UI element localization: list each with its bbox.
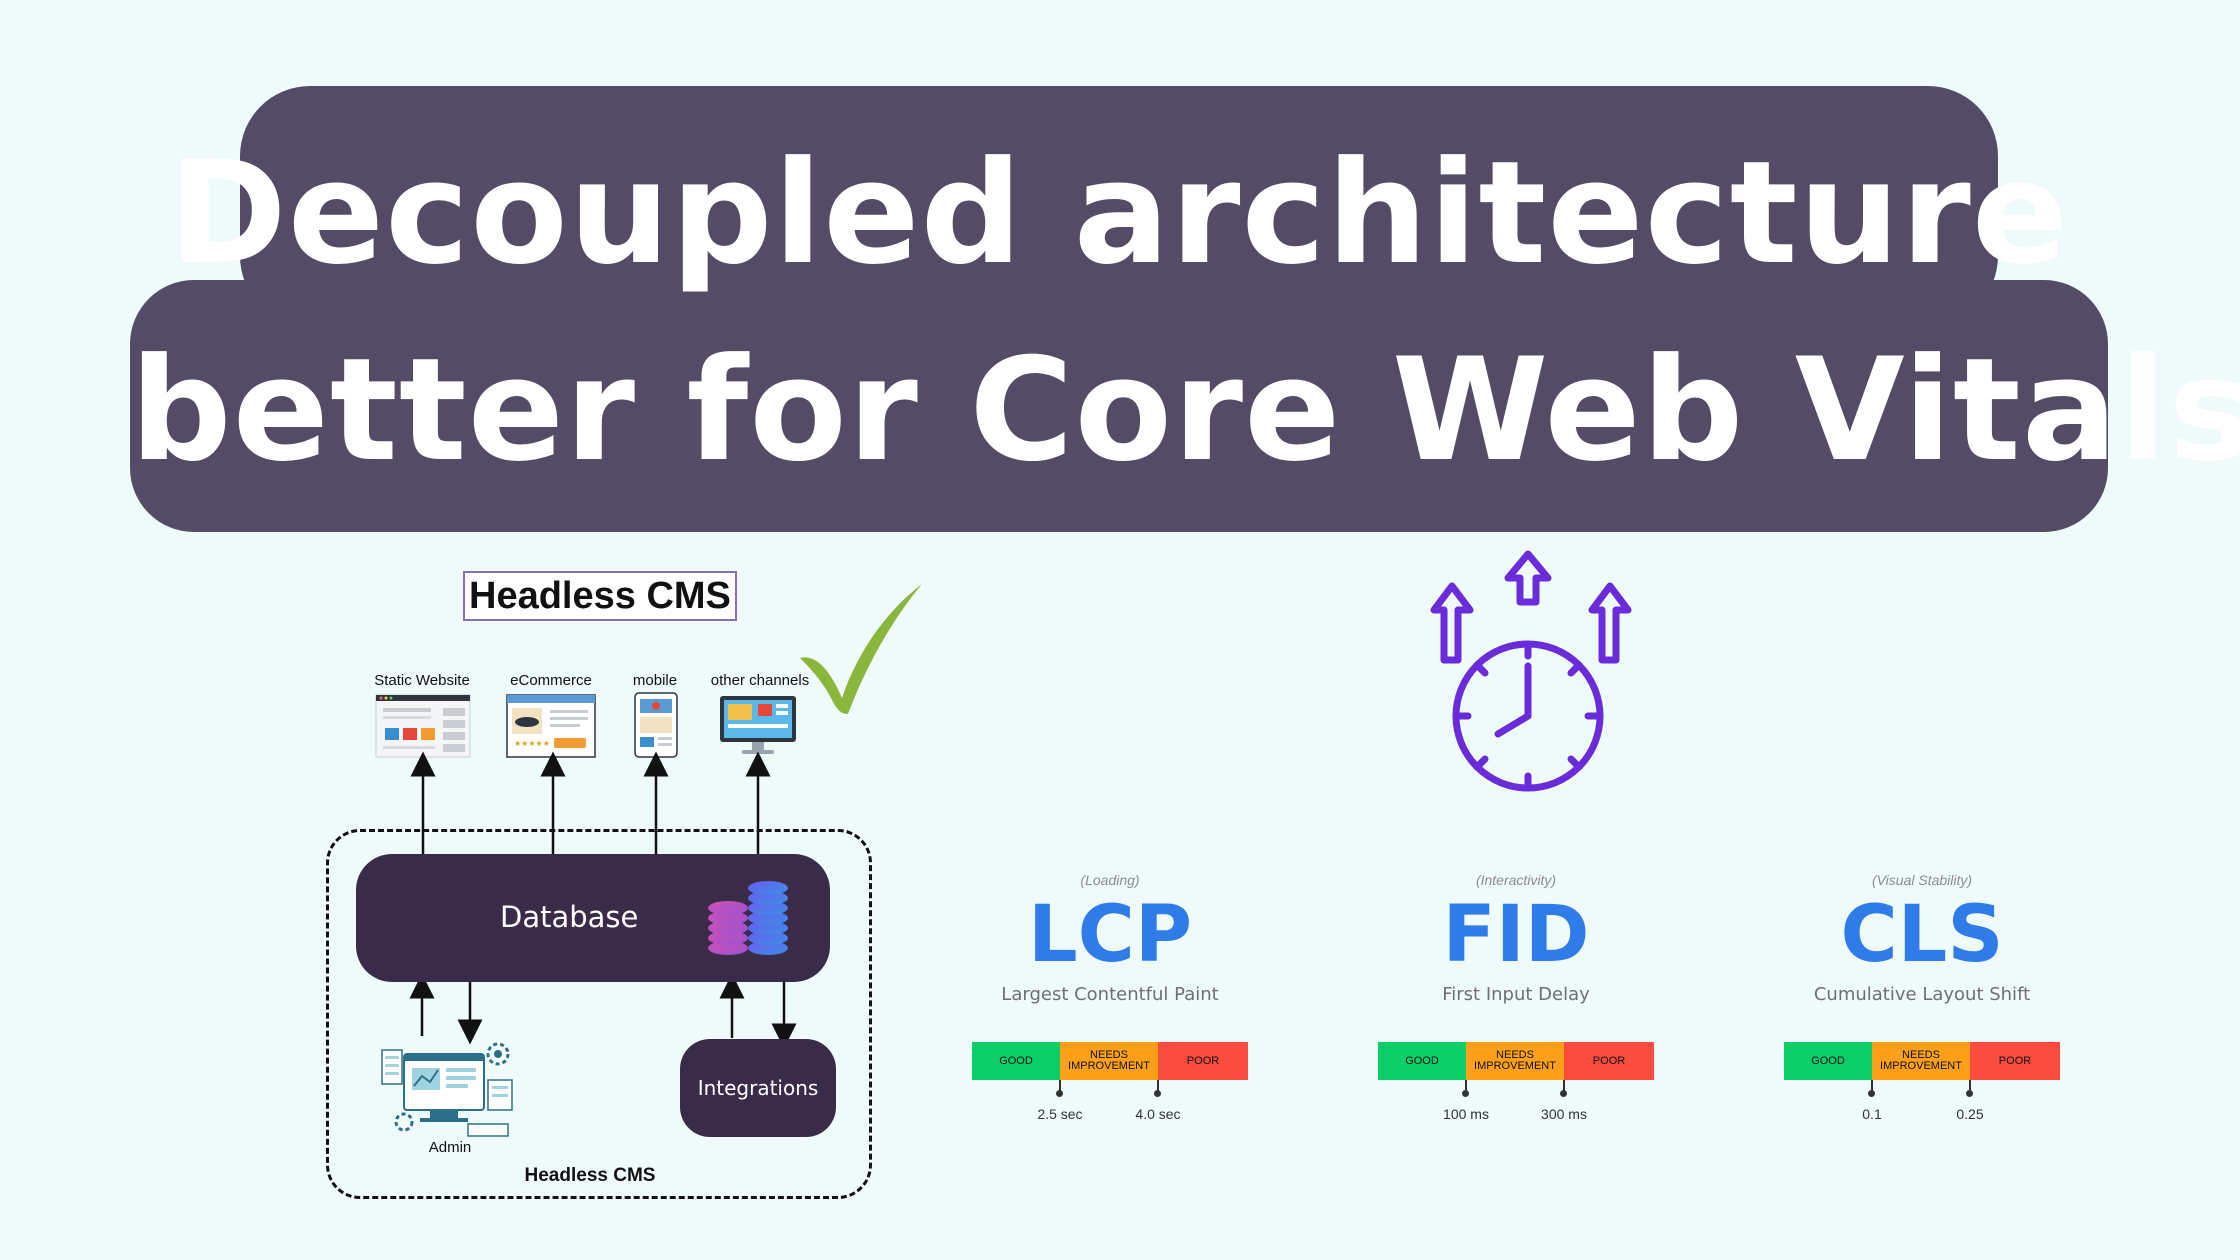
ecommerce-icon: ★★★★★ (506, 694, 596, 758)
threshold-tick-2 (1969, 1080, 1971, 1094)
threshold-tick-2 (1563, 1080, 1565, 1094)
threshold-dot-1 (1868, 1090, 1875, 1097)
threshold-bar: GOOD NEEDS IMPROVEMENT POOR (1378, 1042, 1654, 1080)
threshold-dot-2 (1154, 1090, 1161, 1097)
static-website-icon (375, 694, 471, 758)
integrations-box (680, 1039, 836, 1137)
threshold-bar: GOOD NEEDS IMPROVEMENT POOR (972, 1042, 1248, 1080)
title-line-2: better for Core Web Vitals? (130, 328, 2240, 493)
admin-dashboard-icon (381, 1042, 513, 1137)
threshold-label-2: 0.25 (1956, 1106, 1984, 1122)
title-banner-bottom (130, 280, 2108, 532)
headless-cms-footer-label: Headless CMS (524, 1165, 656, 1186)
vital-category: (Interactivity) (1475, 872, 1557, 888)
channel-label-other-channels: other channels (710, 672, 810, 689)
checkmark-icon (800, 584, 922, 714)
vital-abbreviation: CLS (1840, 890, 2004, 980)
mobile-icon (634, 692, 678, 758)
threshold-label-1: 100 ms (1443, 1106, 1489, 1122)
integrations-label: Integrations (697, 1076, 819, 1100)
database-stack-icon (708, 881, 788, 955)
vital-category: (Visual Stability) (1871, 872, 1973, 888)
title-line-1: Decoupled architecture (168, 131, 2070, 296)
admin-label: Admin (428, 1139, 472, 1156)
threshold-label-2: 300 ms (1541, 1106, 1587, 1122)
channel-label-mobile: mobile (632, 672, 678, 689)
diagram-arrows (409, 751, 797, 1049)
segment-poor: POOR (1158, 1042, 1248, 1080)
svg-text:★★★★★: ★★★★★ (514, 739, 550, 748)
headless-cms-boundary (326, 829, 872, 1199)
channel-label-static-website: Static Website (374, 672, 470, 689)
threshold-dot-1 (1056, 1090, 1063, 1097)
segment-poor: POOR (1564, 1042, 1654, 1080)
vital-abbreviation: LCP (1027, 890, 1193, 980)
threshold-dot-2 (1966, 1090, 1973, 1097)
vital-full-name: First Input Delay (1442, 984, 1590, 1005)
threshold-tick-1 (1871, 1080, 1873, 1094)
vital-abbreviation: FID (1442, 890, 1590, 980)
threshold-tick-2 (1157, 1080, 1159, 1094)
threshold-label-1: 2.5 sec (1037, 1106, 1083, 1122)
segment-good: GOOD (1378, 1042, 1466, 1080)
vital-full-name: Largest Contentful Paint (1001, 984, 1219, 1005)
vital-lcp: (Loading) LCP Largest Contentful Paint G… (960, 872, 1260, 1132)
vital-full-name: Cumulative Layout Shift (1813, 984, 2031, 1005)
threshold-tick-1 (1059, 1080, 1061, 1094)
threshold-dot-1 (1462, 1090, 1469, 1097)
threshold-tick-1 (1465, 1080, 1467, 1094)
segment-needs-improvement: NEEDS IMPROVEMENT (1466, 1042, 1564, 1080)
threshold-label-1: 0.1 (1862, 1106, 1882, 1122)
threshold-dot-2 (1560, 1090, 1567, 1097)
monitor-icon (720, 696, 796, 754)
database-label: Database (500, 900, 639, 934)
segment-good: GOOD (972, 1042, 1060, 1080)
vital-cls: (Visual Stability) CLS Cumulative Layout… (1772, 872, 2072, 1132)
vital-fid: (Interactivity) FID First Input Delay GO… (1366, 872, 1666, 1132)
segment-needs-improvement: NEEDS IMPROVEMENT (1872, 1042, 1970, 1080)
threshold-bar: GOOD NEEDS IMPROVEMENT POOR (1784, 1042, 2060, 1080)
segment-poor: POOR (1970, 1042, 2060, 1080)
segment-good: GOOD (1784, 1042, 1872, 1080)
segment-needs-improvement: NEEDS IMPROVEMENT (1060, 1042, 1158, 1080)
stopwatch-arrows-icon (1430, 550, 1632, 792)
headless-cms-heading: Headless CMS (463, 571, 737, 621)
threshold-label-2: 4.0 sec (1135, 1106, 1181, 1122)
vital-category: (Loading) (1080, 872, 1140, 888)
channel-label-ecommerce: eCommerce (510, 672, 592, 689)
